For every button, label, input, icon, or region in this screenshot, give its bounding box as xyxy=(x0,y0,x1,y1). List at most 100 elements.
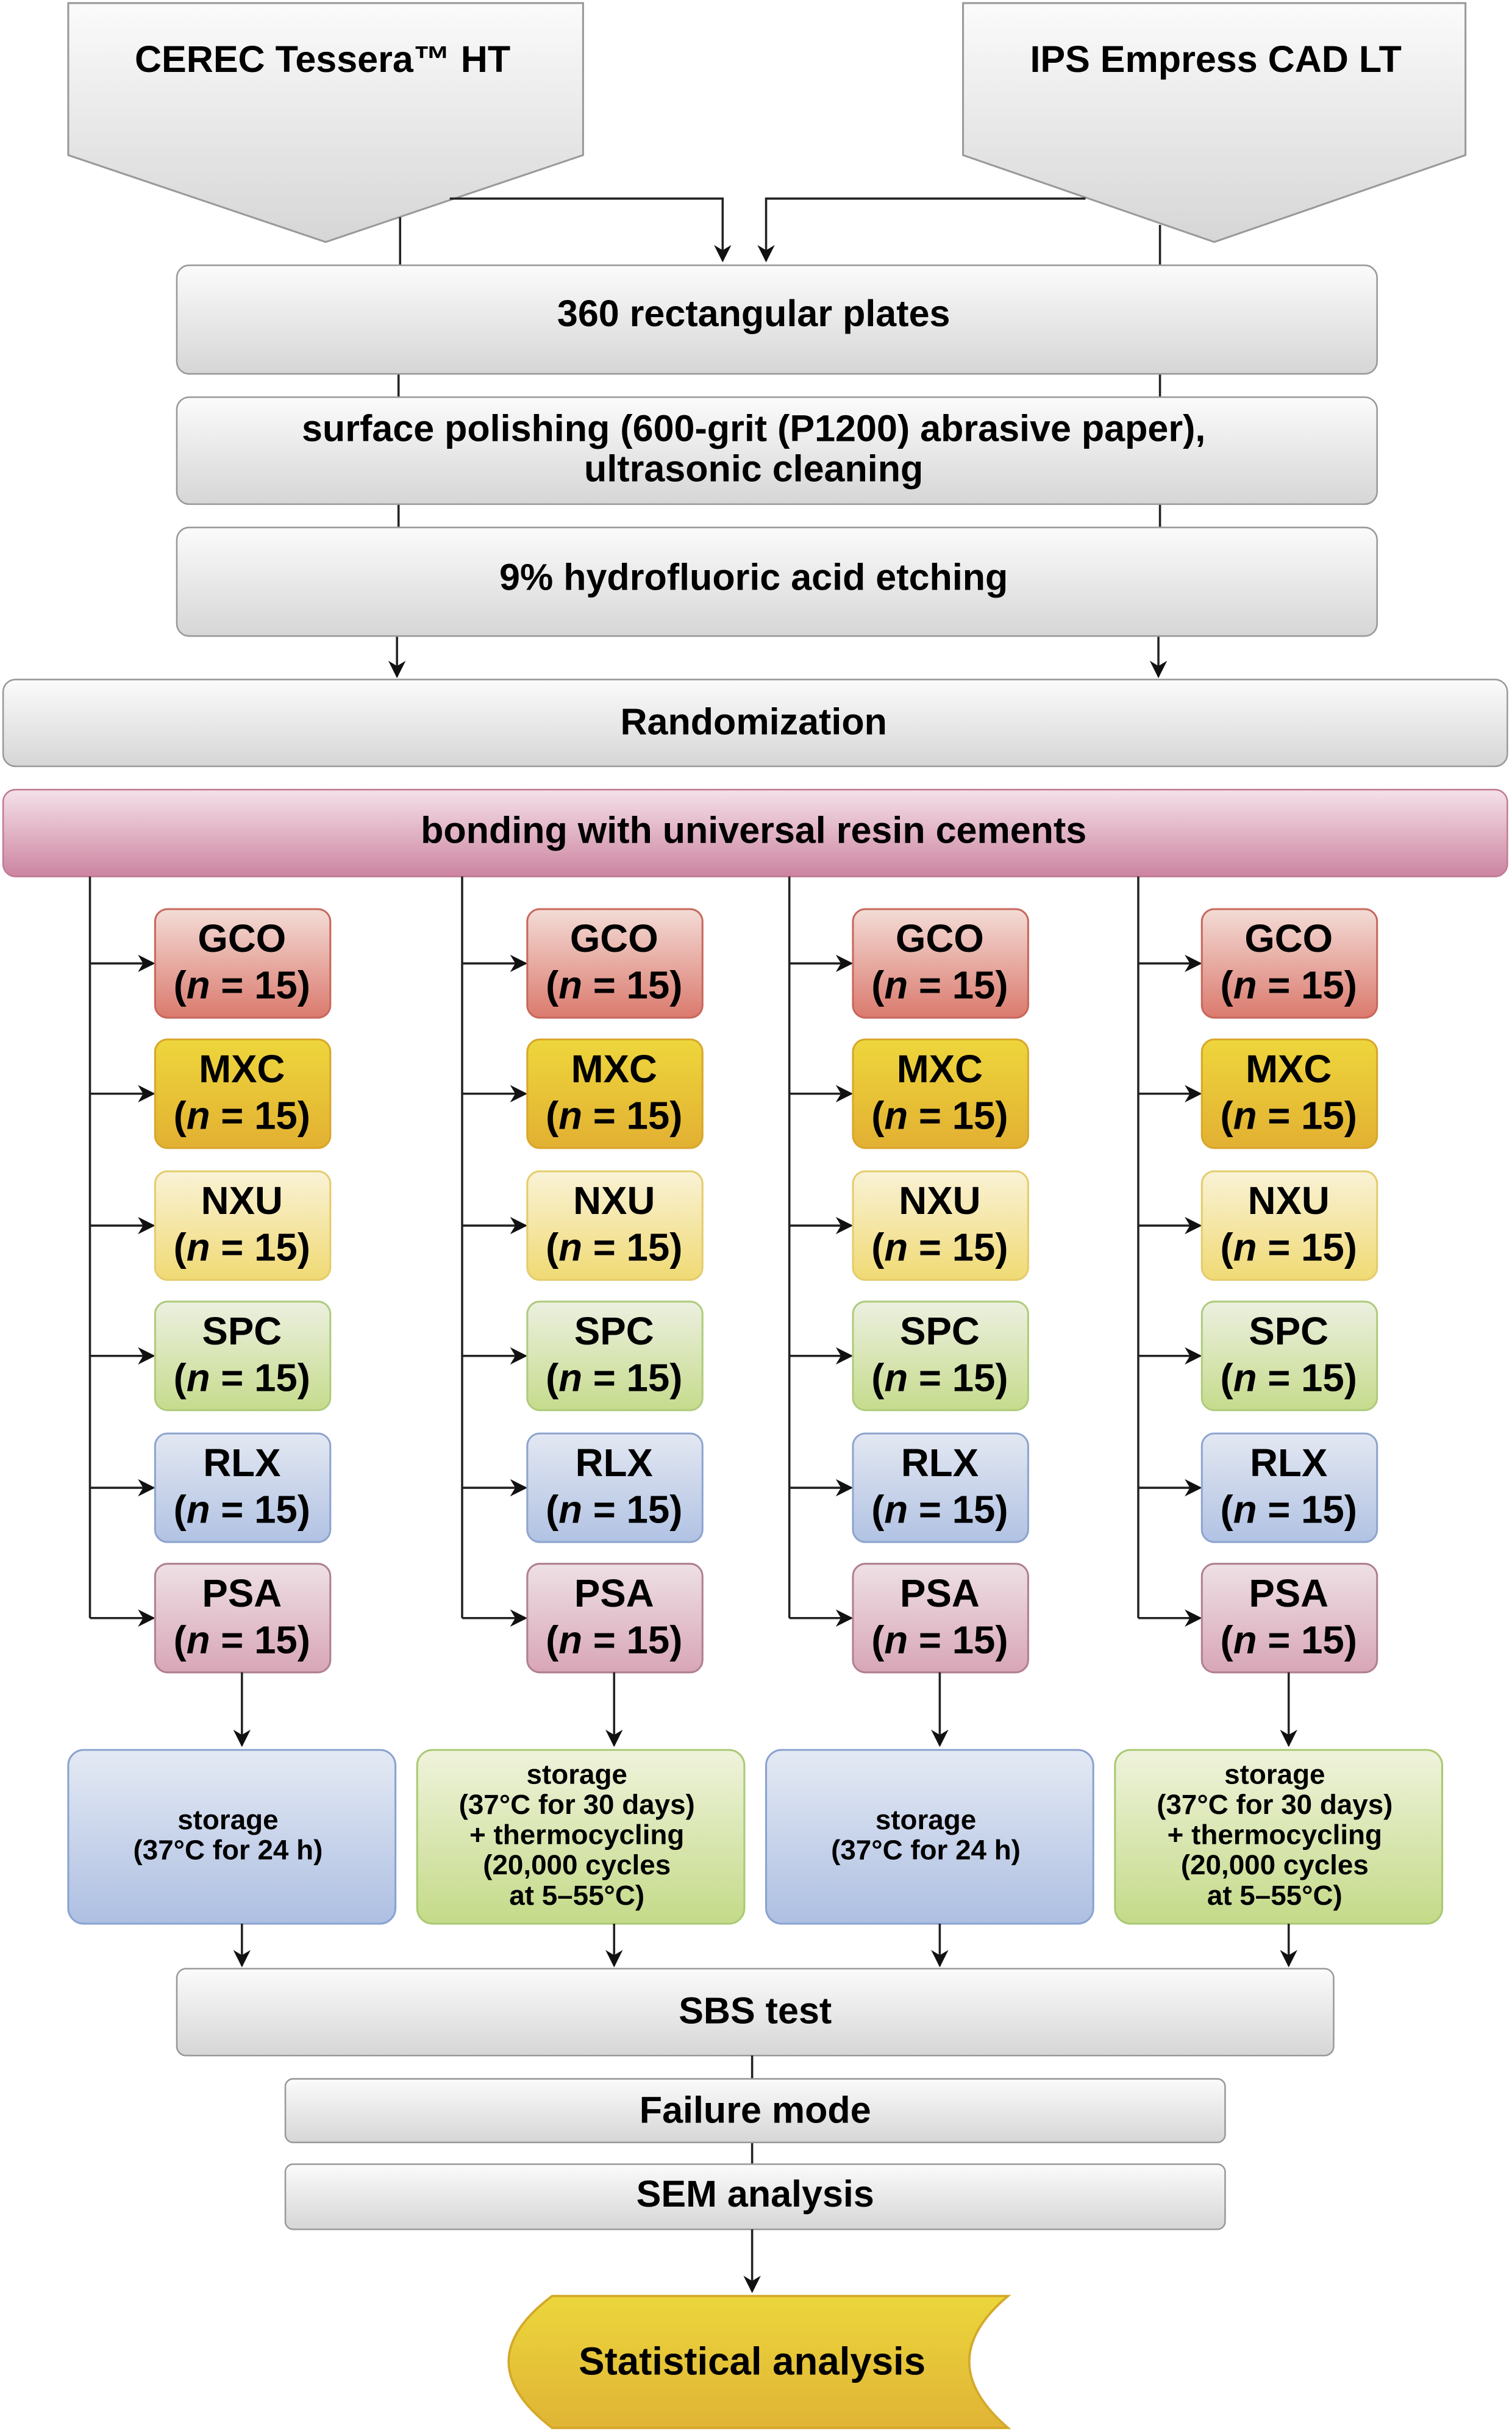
storage-text-line: at 5–55°C) xyxy=(509,1880,644,1911)
group-sample-size: (n = 15) xyxy=(174,964,310,1007)
group-name: PSA xyxy=(900,1572,980,1615)
group-box-gco: GCO(n = 15) xyxy=(852,908,1029,1019)
group-sample-size: (n = 15) xyxy=(546,1618,682,1662)
group-sample-size: (n = 15) xyxy=(1221,1094,1357,1137)
source-left: CEREC Tessera™ HT xyxy=(67,2,584,243)
group-box-nxu: NXU(n = 15) xyxy=(1200,1170,1378,1281)
group-box-mxc: MXC(n = 15) xyxy=(526,1038,704,1149)
source-right-label: IPS Empress CAD LT xyxy=(1030,38,1401,80)
storage-text-line: storage xyxy=(177,1804,278,1835)
step-sem-analysis: SEM analysis xyxy=(284,2163,1226,2230)
storage-text-line: (20,000 cycles xyxy=(483,1849,671,1880)
group-name: NXU xyxy=(1248,1179,1330,1223)
group-column: GCO(n = 15)MXC(n = 15)NXU(n = 15)SPC(n =… xyxy=(416,876,746,1968)
group-box-spc: SPC(n = 15) xyxy=(1200,1301,1378,1412)
group-sample-size: (n = 15) xyxy=(871,1094,1008,1137)
group-name: SPC xyxy=(202,1310,282,1353)
group-sample-size: (n = 15) xyxy=(871,1488,1008,1532)
storage-text-line: (37°C for 30 days) xyxy=(459,1789,695,1820)
group-box-rlx: RLX(n = 15) xyxy=(154,1432,332,1543)
group-name: GCO xyxy=(570,917,658,960)
step-polishing-line1: surface polishing (600-grit (P1200) abra… xyxy=(302,407,1205,449)
group-name: NXU xyxy=(573,1179,655,1223)
storage-text-line: + thermocycling xyxy=(1168,1819,1382,1851)
step-sbs-test: SBS test xyxy=(176,1968,1335,2057)
step-randomization-label: Randomization xyxy=(620,701,886,742)
storage-text-line: storage xyxy=(527,1758,627,1790)
group-column: GCO(n = 15)MXC(n = 15)NXU(n = 15)SPC(n =… xyxy=(1114,876,1444,1968)
group-box-rlx: RLX(n = 15) xyxy=(852,1432,1029,1543)
group-box-mxc: MXC(n = 15) xyxy=(154,1038,332,1149)
group-box-spc: SPC(n = 15) xyxy=(852,1301,1029,1412)
storage-text-line: (37°C for 30 days) xyxy=(1157,1789,1393,1820)
step-randomization: Randomization xyxy=(2,679,1508,768)
group-name: RLX xyxy=(901,1441,979,1485)
step-polishing: surface polishing (600-grit (P1200) abra… xyxy=(176,396,1378,505)
group-sample-size: (n = 15) xyxy=(546,1488,682,1532)
top-connectors xyxy=(388,197,1168,679)
group-box-nxu: NXU(n = 15) xyxy=(526,1170,704,1281)
group-box-psa: PSA(n = 15) xyxy=(154,1563,332,1674)
group-name: NXU xyxy=(201,1179,283,1223)
group-box-nxu: NXU(n = 15) xyxy=(154,1170,332,1281)
storage-box: storage(37°C for 24 h) xyxy=(67,1749,397,1925)
group-name: RLX xyxy=(1250,1441,1327,1485)
step-polishing-line2: ultrasonic cleaning xyxy=(584,448,923,490)
storage-text-line: (37°C for 24 h) xyxy=(831,1834,1021,1865)
group-box-psa: PSA(n = 15) xyxy=(526,1563,704,1674)
storage-text-line: + thermocycling xyxy=(469,1819,684,1851)
group-box-gco: GCO(n = 15) xyxy=(526,908,704,1019)
group-column: GCO(n = 15)MXC(n = 15)NXU(n = 15)SPC(n =… xyxy=(67,876,397,1968)
step-failure-mode: Failure mode xyxy=(284,2078,1226,2144)
group-name: PSA xyxy=(1249,1572,1328,1615)
group-name: RLX xyxy=(576,1441,653,1485)
group-name: GCO xyxy=(198,917,286,960)
group-box-psa: PSA(n = 15) xyxy=(1200,1563,1378,1674)
group-sample-size: (n = 15) xyxy=(1221,1226,1357,1269)
step-etching-label: 9% hydrofluoric acid etching xyxy=(499,557,1008,598)
group-box-gco: GCO(n = 15) xyxy=(1200,908,1378,1019)
group-name: SPC xyxy=(574,1310,654,1353)
storage-text-line: (20,000 cycles xyxy=(1181,1849,1369,1880)
group-box-rlx: RLX(n = 15) xyxy=(1200,1432,1378,1543)
group-box-psa: PSA(n = 15) xyxy=(852,1563,1029,1674)
group-sample-size: (n = 15) xyxy=(871,1356,1008,1399)
group-sample-size: (n = 15) xyxy=(1221,1488,1357,1532)
group-name: MXC xyxy=(199,1048,285,1091)
group-name: SPC xyxy=(1249,1310,1328,1353)
storage-text-line: storage xyxy=(875,1804,976,1835)
group-name: MXC xyxy=(897,1048,983,1091)
source-left-label: CEREC Tessera™ HT xyxy=(135,38,510,80)
group-box-mxc: MXC(n = 15) xyxy=(1200,1038,1378,1149)
storage-box: storage(37°C for 24 h) xyxy=(765,1749,1094,1925)
group-sample-size: (n = 15) xyxy=(174,1618,310,1662)
group-name: PSA xyxy=(574,1572,654,1615)
storage-text-line: storage xyxy=(1224,1758,1325,1790)
group-sample-size: (n = 15) xyxy=(871,964,1008,1007)
group-box-gco: GCO(n = 15) xyxy=(154,908,332,1019)
group-name: SPC xyxy=(900,1310,980,1353)
group-column: GCO(n = 15)MXC(n = 15)NXU(n = 15)SPC(n =… xyxy=(765,876,1094,1968)
group-name: RLX xyxy=(203,1441,280,1485)
group-sample-size: (n = 15) xyxy=(871,1226,1008,1269)
group-sample-size: (n = 15) xyxy=(546,1226,682,1269)
failure-mode-label: Failure mode xyxy=(640,2090,871,2131)
group-box-nxu: NXU(n = 15) xyxy=(852,1170,1029,1281)
storage-text-line: (37°C for 24 h) xyxy=(134,1834,323,1865)
storage-box: storage(37°C for 30 days)+ thermocycling… xyxy=(416,1749,746,1925)
step-etching: 9% hydrofluoric acid etching xyxy=(176,526,1378,637)
step-statistical-analysis: Statistical analysis xyxy=(507,2294,1011,2429)
sbs-test-label: SBS test xyxy=(679,1990,832,2032)
group-sample-size: (n = 15) xyxy=(174,1094,310,1137)
group-name: GCO xyxy=(896,917,984,960)
group-sample-size: (n = 15) xyxy=(1221,964,1357,1007)
group-name: NXU xyxy=(899,1179,980,1223)
group-name: MXC xyxy=(1246,1048,1332,1091)
group-columns: GCO(n = 15)MXC(n = 15)NXU(n = 15)SPC(n =… xyxy=(67,876,1444,1968)
step-plates: 360 rectangular plates xyxy=(176,264,1378,375)
storage-box: storage(37°C for 30 days)+ thermocycling… xyxy=(1114,1749,1444,1925)
group-box-spc: SPC(n = 15) xyxy=(526,1301,704,1412)
step-bonding-label: bonding with universal resin cements xyxy=(421,809,1086,851)
